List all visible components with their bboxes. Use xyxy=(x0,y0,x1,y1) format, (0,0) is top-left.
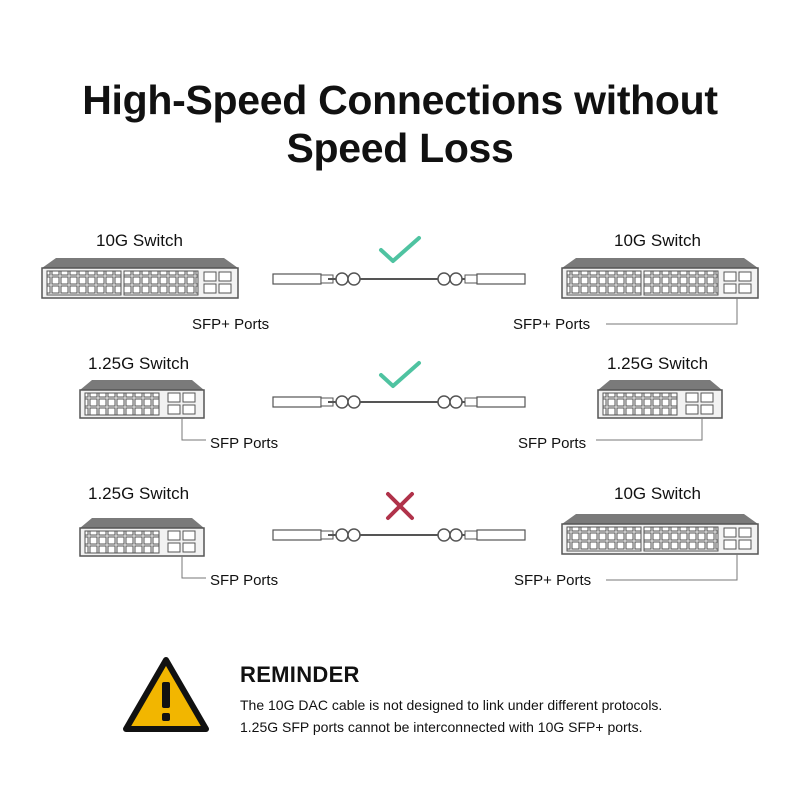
dac-cable-row2 xyxy=(272,395,526,409)
reminder-line-2: 1.25G SFP ports cannot be interconnected… xyxy=(240,719,643,735)
row1-left-ports-label: SFP+ Ports xyxy=(192,316,270,333)
row2-right-switch-label: 1.25G Switch xyxy=(607,354,709,373)
dac-cable-row1 xyxy=(272,272,526,286)
switch-10g-right xyxy=(561,258,759,299)
title-line-1: High-Speed Connections without xyxy=(82,77,718,123)
switch-1-25g-right xyxy=(597,380,723,419)
row3-right-ports-label: SFP+ Ports xyxy=(514,572,592,589)
row3-right-ports-leader xyxy=(606,554,738,581)
row2-right-ports-label: SFP Ports xyxy=(518,435,587,452)
switch-10g-right-row3 xyxy=(561,514,759,555)
reminder-line-1: The 10G DAC cable is not designed to lin… xyxy=(240,697,663,713)
switch-1-25g-left xyxy=(79,380,205,419)
title-line-2: Speed Loss xyxy=(286,125,514,171)
row3-left-switch-label: 1.25G Switch xyxy=(88,484,190,503)
row1-right-ports-leader xyxy=(606,298,738,325)
warning-icon xyxy=(123,657,209,732)
row1-right-switch-label: 10G Switch xyxy=(614,231,701,250)
dac-cable-row3 xyxy=(272,528,526,542)
switch-10g-left xyxy=(41,258,239,299)
row3-left-ports-leader xyxy=(181,556,206,579)
page-title: High-Speed Connections without Speed Los… xyxy=(0,76,800,172)
row2-left-ports-label: SFP Ports xyxy=(210,435,279,452)
row2-left-switch-label: 1.25G Switch xyxy=(88,354,190,373)
check-icon xyxy=(379,236,421,263)
row2-right-ports-leader xyxy=(596,418,703,441)
reminder-title: REMINDER xyxy=(240,662,360,687)
row3-left-ports-label: SFP Ports xyxy=(210,572,279,589)
switch-1-25g-left-row3 xyxy=(79,518,205,557)
cross-icon xyxy=(386,492,414,520)
row2-left-ports-leader xyxy=(181,418,206,441)
row1-left-switch-label: 10G Switch xyxy=(96,231,183,250)
row3-right-switch-label: 10G Switch xyxy=(614,484,701,503)
check-icon xyxy=(379,361,421,388)
row1-right-ports-label: SFP+ Ports xyxy=(513,316,591,333)
